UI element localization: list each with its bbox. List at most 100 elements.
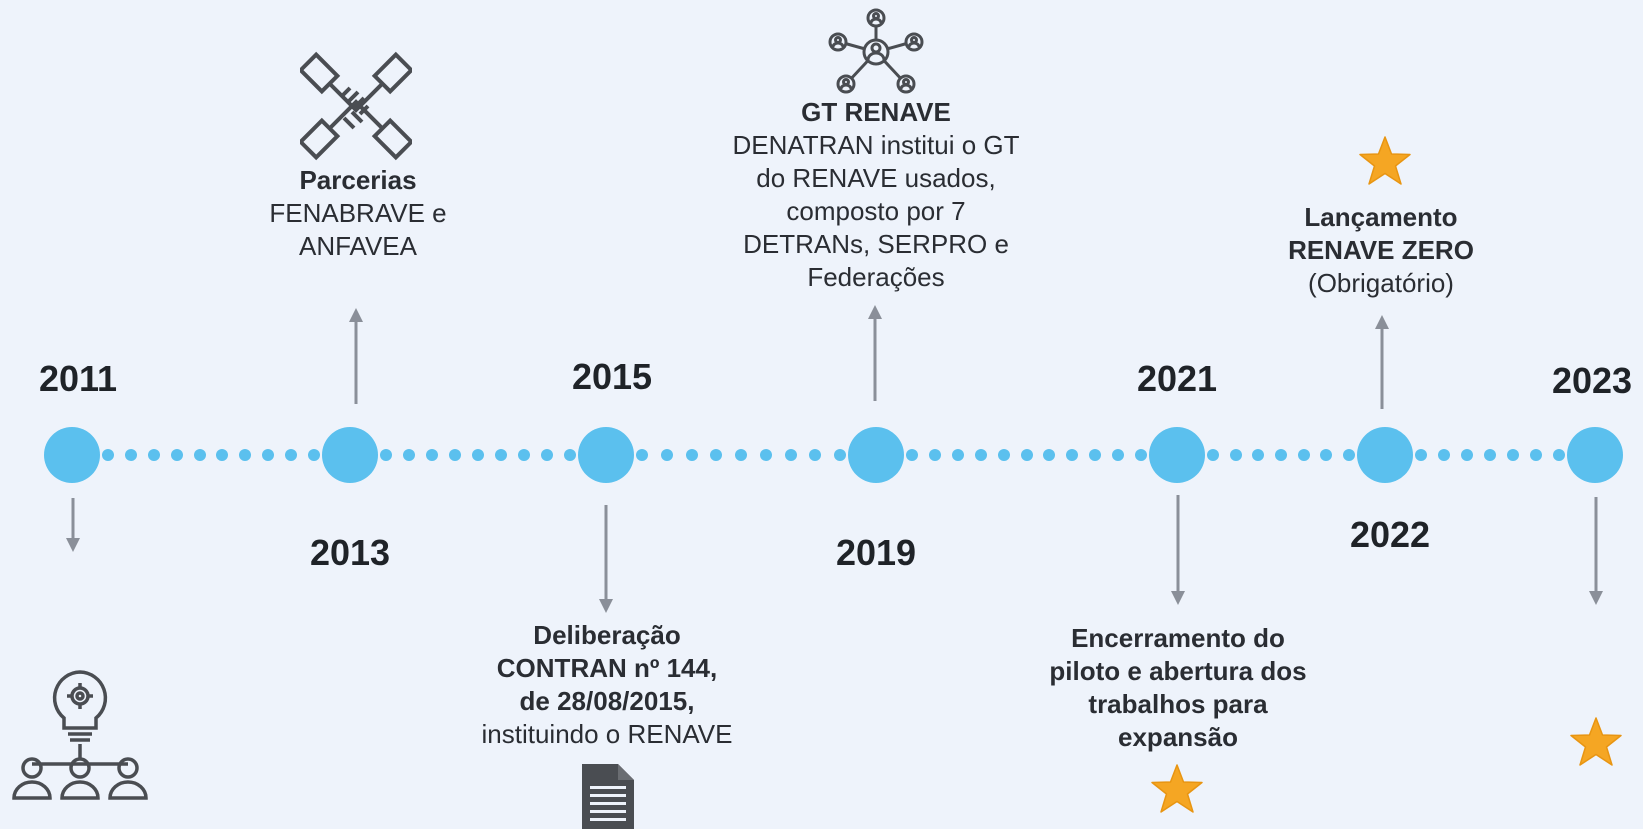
timeline-dot <box>784 449 797 461</box>
arrow-down-2023 <box>1589 497 1603 605</box>
event-deliberacao: Deliberação CONTRAN nº 144, de 28/08/201… <box>447 619 767 751</box>
event-parcerias-line1: FENABRAVE e <box>269 198 447 228</box>
timeline-node-2019 <box>848 427 904 483</box>
timeline-dot <box>636 449 648 461</box>
timeline-node-2013 <box>322 427 378 483</box>
event-parcerias: Parcerias FENABRAVE e ANFAVEA <box>238 164 478 263</box>
document-icon <box>582 764 634 829</box>
timeline-dot <box>124 449 137 461</box>
event-encerramento: Encerramento do piloto e abertura dos tr… <box>1018 622 1338 754</box>
event-encerramento-line3: trabalhos para <box>1088 689 1268 719</box>
timeline-dot <box>262 449 275 461</box>
timeline-dot <box>193 449 206 461</box>
timeline-dot <box>216 449 229 461</box>
year-2021: 2021 <box>1136 358 1218 399</box>
timeline-dot <box>285 449 298 461</box>
timeline-dot <box>974 449 987 461</box>
year-2011: 2011 <box>38 358 118 399</box>
timeline-dot <box>660 449 673 461</box>
event-gt-renave-title: GT RENAVE <box>801 97 951 127</box>
event-gt-renave-line3: composto por 7 <box>786 196 966 226</box>
year-2019: 2019 <box>835 532 917 573</box>
timeline-dot <box>1135 449 1147 461</box>
timeline-dot <box>147 449 160 461</box>
timeline-dot <box>685 449 698 461</box>
timeline-dot <box>809 449 822 461</box>
timeline-dot <box>1275 449 1287 461</box>
timeline-dot <box>834 449 846 461</box>
event-gt-renave-line2: do RENAVE usados, <box>756 163 996 193</box>
timeline-dot <box>1089 449 1102 461</box>
timeline-node-2011 <box>44 427 100 483</box>
star-icon <box>1359 136 1411 185</box>
timeline-dot <box>308 449 320 461</box>
timeline-dot <box>1484 449 1496 461</box>
timeline-dot <box>102 449 114 461</box>
lightbulb-team-icon <box>12 670 148 800</box>
timeline-dot <box>403 449 415 461</box>
event-parcerias-title: Parcerias <box>299 165 417 195</box>
timeline-dot <box>1553 449 1565 461</box>
arrow-up-2013 <box>349 308 363 404</box>
timeline-dot <box>1252 449 1265 461</box>
arrow-down-2011 <box>66 498 80 552</box>
arrow-up-2022 <box>1375 315 1389 409</box>
timeline-dot <box>997 449 1010 461</box>
event-lancamento-line2: RENAVE ZERO <box>1288 235 1474 265</box>
timeline-dot <box>1066 449 1079 461</box>
timeline-dot <box>495 449 507 461</box>
arrow-down-2021 <box>1171 495 1185 605</box>
year-2022: 2022 <box>1349 514 1431 555</box>
timeline-dot <box>1461 449 1473 461</box>
timeline-dot <box>710 449 723 461</box>
event-deliberacao-line3: de 28/08/2015, <box>519 686 695 716</box>
event-lancamento: Lançamento RENAVE ZERO (Obrigatório) <box>1261 201 1501 300</box>
timeline-dot <box>735 449 747 461</box>
timeline-dot <box>1320 449 1333 461</box>
event-deliberacao-line1: Deliberação <box>533 620 681 650</box>
timeline-dot <box>564 449 576 461</box>
timeline-dot <box>1043 449 1056 461</box>
network-people-icon <box>828 8 924 94</box>
timeline-dot <box>472 449 484 461</box>
timeline-dot <box>759 449 772 461</box>
timeline-dot <box>170 449 183 461</box>
timeline-dot <box>1438 449 1450 461</box>
event-encerramento-line1: Encerramento do <box>1071 623 1285 653</box>
timeline-dot <box>1020 449 1033 461</box>
event-lancamento-line1: Lançamento <box>1304 202 1458 232</box>
year-2013: 2013 <box>309 532 391 573</box>
star-icon <box>1151 764 1203 813</box>
timeline-dot <box>541 449 553 461</box>
event-deliberacao-line4: instituindo o RENAVE <box>481 719 733 749</box>
timeline-node-2023 <box>1567 427 1623 483</box>
arrow-down-2015 <box>599 505 613 613</box>
event-parcerias-line2: ANFAVEA <box>298 231 417 261</box>
event-deliberacao-line2: CONTRAN nº 144, <box>496 653 718 683</box>
timeline-dot <box>1415 449 1427 461</box>
timeline-node-2021 <box>1149 427 1205 483</box>
timeline-dot <box>1343 449 1355 461</box>
event-lancamento-line3: (Obrigatório) <box>1308 268 1454 298</box>
star-icon <box>1570 717 1622 766</box>
event-gt-renave-line4: DETRANs, SERPRO e <box>743 229 1009 259</box>
event-gt-renave-line1: DENATRAN institui o GT <box>732 130 1020 160</box>
timeline-dot <box>1507 449 1519 461</box>
event-encerramento-line4: expansão <box>1118 722 1238 752</box>
timeline-dot <box>1207 449 1219 461</box>
timeline-node-2022 <box>1357 427 1413 483</box>
timeline-dot <box>449 449 461 461</box>
timeline-dot <box>1112 449 1125 461</box>
timeline-dot <box>906 449 918 461</box>
timeline-dot <box>1530 449 1542 461</box>
timeline-dot <box>928 449 941 461</box>
timeline-dot <box>239 449 252 461</box>
timeline-dot <box>426 449 438 461</box>
timeline-dot <box>518 449 530 461</box>
timeline-dot <box>1229 449 1242 461</box>
year-2023: 2023 <box>1551 360 1633 401</box>
timeline-dot <box>380 449 392 461</box>
event-gt-renave-line5: Federações <box>807 262 945 292</box>
timeline-dot <box>951 449 964 461</box>
